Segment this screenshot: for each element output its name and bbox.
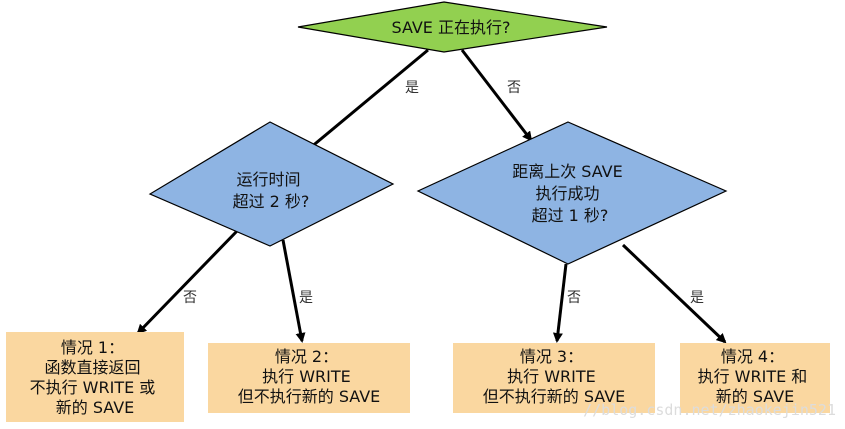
edge-label-left-yes: 是 xyxy=(299,290,313,306)
arrow-left-to-case1 xyxy=(136,228,240,335)
arrow-right-to-case3 xyxy=(552,263,568,343)
watermark-text: //blog.csdn.net/zhaokejin521 xyxy=(583,401,836,419)
outcome-box-case4 xyxy=(680,343,830,413)
arrow-left-to-case2 xyxy=(281,239,306,343)
connectors xyxy=(136,48,727,344)
decision-runtime-over-2s xyxy=(148,121,395,247)
edge-label-top-no: 否 xyxy=(507,80,521,96)
edge-label-right-yes: 是 xyxy=(690,290,704,306)
decision-save-running xyxy=(297,1,608,53)
outcome-box-case3 xyxy=(453,343,655,413)
edge-label-right-no: 否 xyxy=(567,290,581,306)
outcome-case1-label: 情况 1： 函数直接返回 不执行 WRITE 或 新的 SAVE xyxy=(30,338,161,417)
decision-last-save-over-1s xyxy=(416,121,728,265)
outcome-case3-label: 情况 3： 执行 WRITE 但不执行新的 SAVE xyxy=(483,347,626,406)
outcome-box-case1 xyxy=(6,332,184,422)
outcome-box-case2 xyxy=(208,343,410,413)
edge-label-left-no: 否 xyxy=(183,290,197,306)
outcome-case2-label: 情况 2： 执行 WRITE 但不执行新的 SAVE xyxy=(238,347,381,406)
arrow-top-to-right xyxy=(460,49,533,142)
edge-label-top-yes: 是 xyxy=(405,80,419,96)
arrow-top-to-left xyxy=(296,48,429,160)
decision-save-running-label: SAVE 正在执行? xyxy=(391,18,510,37)
decision-last-save-over-1s-label: 距离上次 SAVE 执行成功 超过 1 秒? xyxy=(512,162,628,225)
outcome-case4-label: 情况 4： 执行 WRITE 和 新的 SAVE xyxy=(698,347,813,406)
decision-runtime-over-2s-label: 运行时间 超过 2 秒? xyxy=(233,170,310,211)
arrow-right-to-case4 xyxy=(621,243,727,344)
